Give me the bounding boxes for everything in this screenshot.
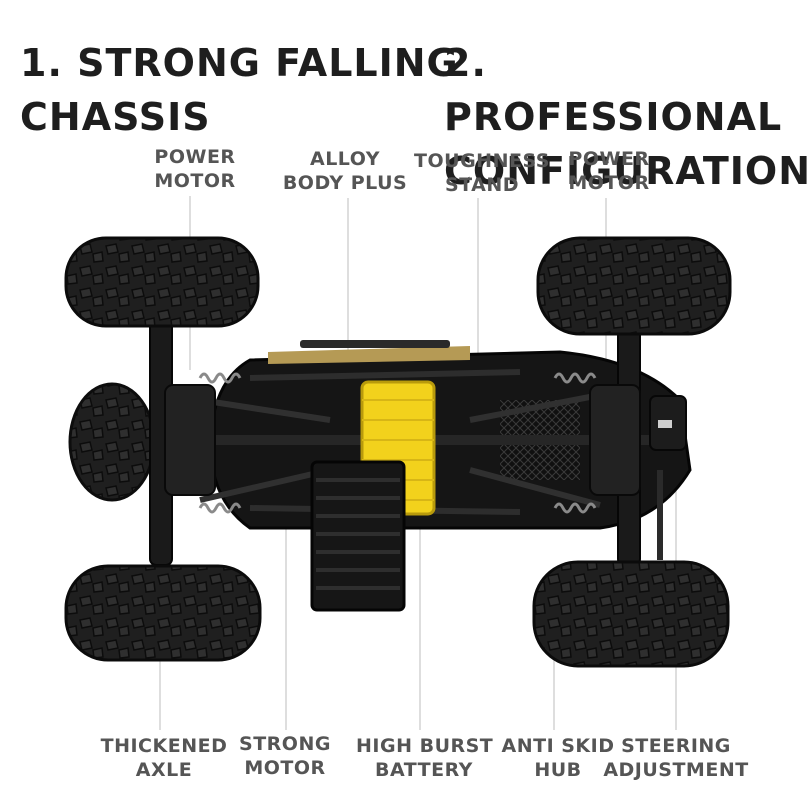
- tires: [64, 236, 732, 668]
- tire-front-right: [536, 236, 732, 336]
- label-steering-adjustment: STEERING ADJUSTMENT: [603, 735, 749, 781]
- rc-car-chassis-illustration: [64, 196, 732, 730]
- label-toughness-stand: TOUGHNESS STAND: [414, 150, 550, 196]
- headline-left-line2: CHASSIS: [20, 95, 211, 139]
- tire-rear-right: [532, 560, 730, 668]
- label-anti-skid-hub: ANTI SKID HUB: [501, 735, 615, 781]
- steering-link: [649, 395, 687, 560]
- springs: [198, 372, 597, 514]
- label-thickened-axle: THICKENED AXLE: [100, 735, 228, 781]
- headline-right-line2: CONFIGURATION: [444, 149, 811, 193]
- label-strong-motor: STRONG MOTOR: [239, 733, 331, 779]
- headline-right-line1: 2. PROFESSIONAL: [444, 41, 783, 139]
- label-power-motor-left: POWER MOTOR: [154, 146, 236, 192]
- label-battery: HIGH BURST BATTERY: [356, 735, 494, 781]
- label-power-motor-right: POWER MOTOR: [568, 148, 650, 194]
- headline-left: 1. STRONG FALLING CHASSIS: [20, 36, 459, 144]
- tire-rear-left: [64, 564, 262, 662]
- spare-tire: [68, 382, 156, 502]
- headline-right: 2. PROFESSIONAL CONFIGURATION: [444, 36, 811, 198]
- headline-left-line1: 1. STRONG FALLING: [20, 41, 459, 85]
- motor-block: [310, 460, 406, 612]
- axles: [149, 319, 641, 566]
- label-alloy-body: ALLOY BODY PLUS: [282, 148, 408, 194]
- tire-front-left: [64, 236, 260, 328]
